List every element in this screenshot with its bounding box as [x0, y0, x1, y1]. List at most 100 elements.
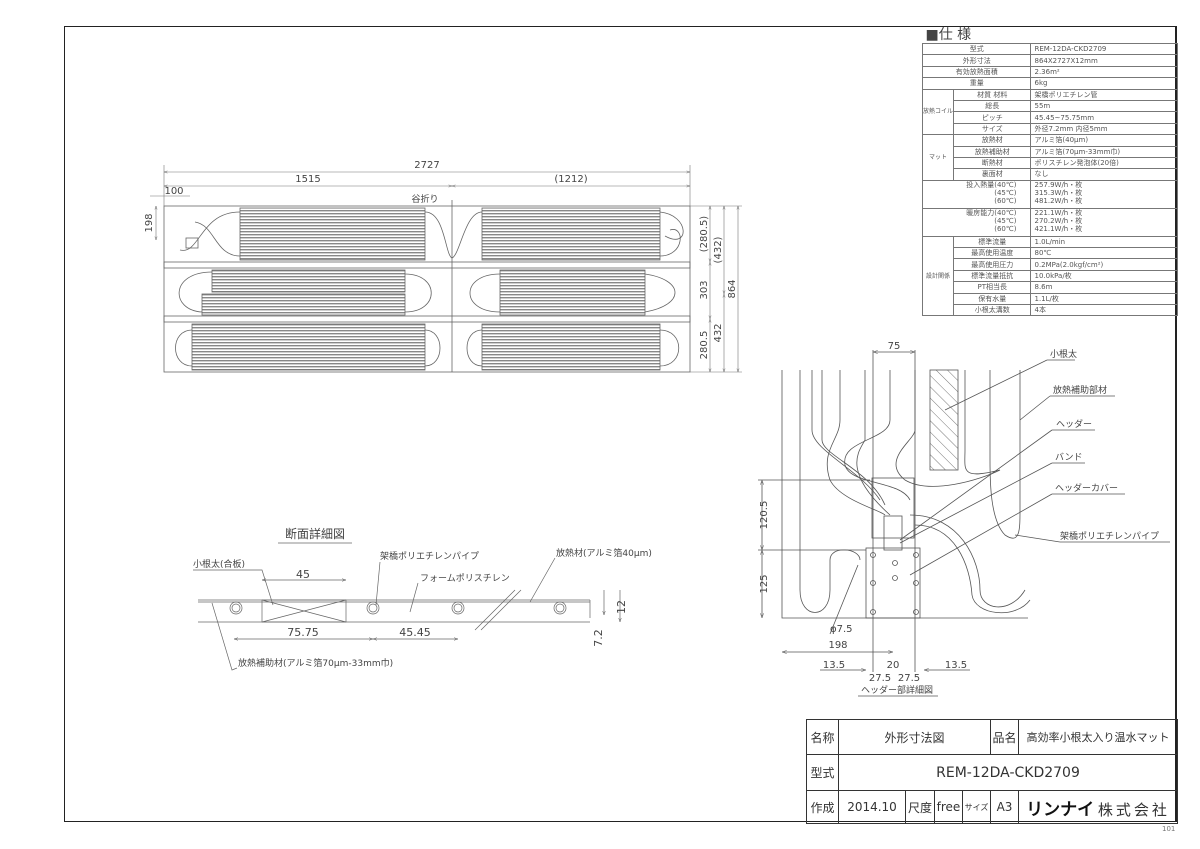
- header-cover-outline: [871, 477, 915, 539]
- dim-303: 303: [699, 280, 710, 299]
- spec-row: 裏面材なし: [923, 168, 1178, 181]
- header-detail-title: ヘッダー部詳細図: [861, 684, 933, 696]
- product-label: 品名: [990, 719, 1019, 755]
- scale-label: 尺度: [905, 790, 935, 824]
- coil-group-label: 放熱コイル: [921, 88, 955, 136]
- spec-row: マット放熱材アルミ箔(40μm): [921, 134, 1178, 181]
- section-title: 断面詳細図: [285, 526, 345, 541]
- company-logo: リンナイ: [1026, 799, 1095, 820]
- dim-125: 125: [759, 574, 770, 593]
- dim-120-5: 120.5: [759, 501, 770, 530]
- created-value: 2014.10: [838, 790, 906, 824]
- callout-header-cover: ヘッダーカバー: [1055, 482, 1118, 494]
- header-detail: 小根太 放熱補助部材 ヘッダー バンド ヘッダーカバー 架橋ポリエチレンパイプ …: [758, 341, 1170, 697]
- dim-12: 12: [615, 600, 628, 614]
- pipe-run-block: [481, 323, 661, 371]
- pipe-circle: [229, 601, 243, 615]
- dim-75-75: 75.75: [287, 626, 319, 639]
- spec-row: 放熱コイル材質 材料架橋ポリエチレン管: [921, 88, 1178, 136]
- created-label: 作成: [806, 790, 839, 824]
- callout-pipe: 架橋ポリエチレンパイプ: [1060, 530, 1159, 542]
- product-value: 高効率小根太入り温水マット: [1018, 719, 1178, 755]
- title-block: 名称 外形寸法図 品名 高効率小根太入り温水マット 型式 REM-12DA-CK…: [806, 719, 1178, 824]
- pipe-circle: [366, 601, 380, 615]
- radiator-label: 放熱材(アルミ箔40μm): [556, 547, 652, 559]
- dim-100: 100: [164, 186, 183, 197]
- dim-280-5: 280.5: [699, 331, 710, 360]
- dim-27-5-a: 27.5: [869, 673, 891, 684]
- dim-198: 198: [144, 213, 155, 232]
- model-label: 型式: [806, 754, 839, 791]
- plan-dimensions: [150, 165, 742, 373]
- plan-view: [163, 200, 691, 373]
- name-value: 外形寸法図: [838, 719, 991, 755]
- name-label: 名称: [806, 719, 839, 755]
- mat-outline: [163, 205, 691, 373]
- pipe-circle: [553, 601, 567, 615]
- dim-198: 198: [828, 640, 847, 651]
- dim-total: 2727: [414, 160, 439, 171]
- pipe-label: 架橋ポリエチレンパイプ: [380, 550, 479, 562]
- callout-header: ヘッダー: [1056, 418, 1092, 430]
- pipe-circle: [451, 601, 465, 615]
- dim-13-5-left: 13.5: [823, 660, 845, 671]
- dim-phi-7-5: φ7.5: [830, 624, 853, 635]
- dim-27-5-b: 27.5: [898, 673, 920, 684]
- joist: [261, 599, 347, 623]
- pipe-run-block: [201, 293, 406, 316]
- aux-label: 放熱補助材(アルミ箔70μm-33mm巾): [238, 657, 393, 669]
- dim-left: 1515: [295, 174, 320, 185]
- dim-432: 432: [713, 323, 724, 342]
- spec-row: 放熱補助材アルミ箔(70μm-33mm巾): [923, 145, 1178, 158]
- dim-13-5-right: 13.5: [945, 660, 967, 671]
- pipe-run-block: [211, 269, 406, 293]
- model-value: REM-12DA-CKD2709: [838, 754, 1178, 791]
- dim-280-5-paren: (280.5): [699, 216, 710, 253]
- joist-label: 小根太(合板): [193, 558, 245, 570]
- design-group-label: 設計関係: [921, 235, 955, 317]
- dim-75: 75: [888, 341, 901, 352]
- header-box: [185, 237, 199, 249]
- callout-joist: 小根太: [1050, 348, 1077, 360]
- groove-strip: [163, 261, 691, 269]
- spec-heading: ■仕 様: [922, 26, 1178, 44]
- size-label: サイズ: [962, 790, 991, 824]
- page-number: 101: [1162, 825, 1176, 833]
- company: リンナイ 株式会社: [1018, 790, 1178, 824]
- pipe-run-block: [239, 207, 426, 261]
- spec-row: サイズ外径7.2mm 内径5mm: [923, 122, 1178, 136]
- header: [883, 515, 903, 551]
- groove-strip: [163, 315, 691, 323]
- pipe-run-block: [191, 323, 426, 371]
- pipe-run-block: [481, 207, 661, 261]
- foam-label: フォームポリスチレン: [420, 573, 510, 584]
- dim-432-paren: (432): [713, 236, 724, 263]
- dim-7-2: 7.2: [592, 629, 605, 647]
- dim-20: 20: [887, 660, 900, 671]
- dim-864: 864: [727, 279, 738, 298]
- pipe-run-block: [499, 269, 646, 316]
- drawing-frame: [64, 26, 1177, 822]
- size-value: A3: [990, 790, 1019, 824]
- section-detail: 断面詳細図 小根太(合板) 架橋ポリエチレンパイプ フォームポリスチレン 放熱材…: [193, 526, 652, 671]
- mat-group-label: マット: [921, 134, 955, 181]
- fold-label: 谷折り: [411, 193, 438, 205]
- plan-dimension-labels: 2727 1515 (1212) 100 谷折り 198 (280.5) (43…: [144, 160, 738, 359]
- header-cover: [865, 547, 921, 619]
